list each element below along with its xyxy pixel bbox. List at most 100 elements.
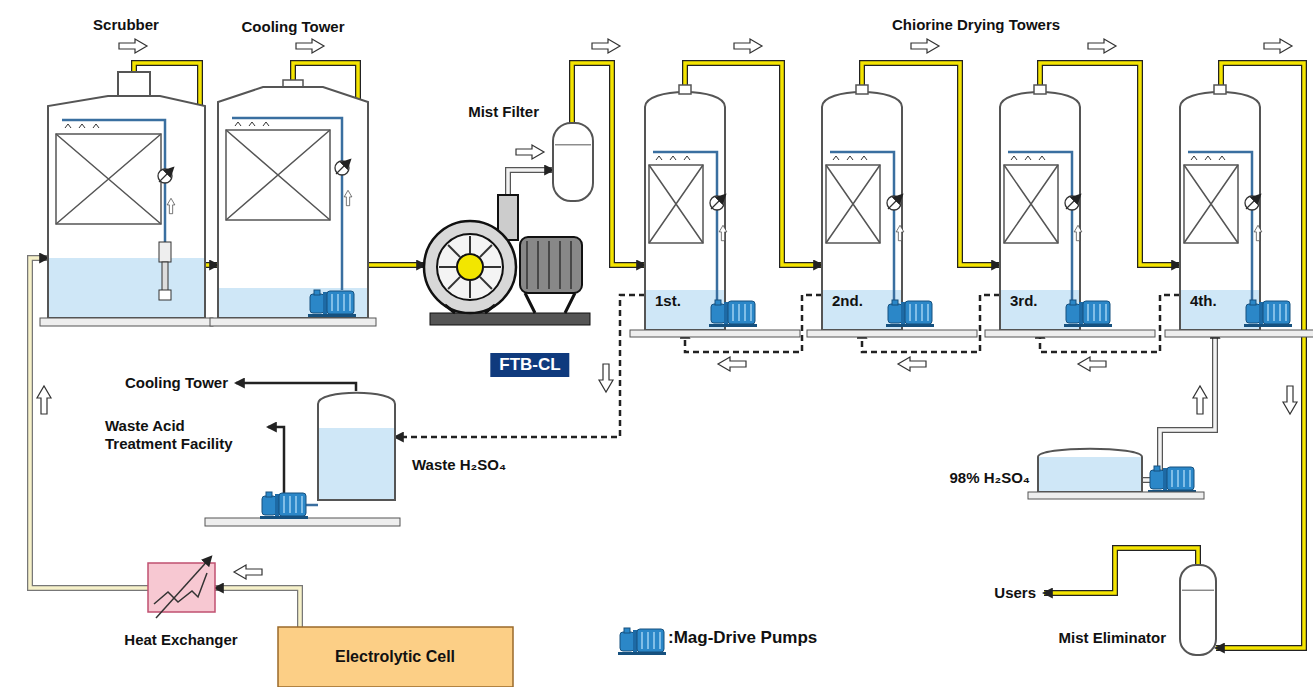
blower-base — [430, 313, 590, 325]
drawing-part — [1250, 300, 1256, 305]
mag-drive-pump — [1148, 466, 1196, 493]
pipe-connector — [215, 588, 300, 627]
spray-nozzle — [833, 156, 839, 160]
drawing-part — [1105, 304, 1107, 321]
flow-arrow — [599, 364, 613, 392]
valve-arrow — [888, 195, 902, 209]
blower-motor — [520, 237, 582, 293]
node-label: 3rd. — [1010, 292, 1038, 310]
drawing-part — [279, 493, 306, 516]
scrubber-tower-outline — [48, 72, 205, 318]
drawing-part — [624, 628, 630, 633]
node-label: 2nd. — [832, 292, 863, 310]
drawing-part — [1083, 301, 1110, 324]
drawing-part — [1087, 304, 1089, 321]
packing-cross — [56, 134, 161, 224]
impeller-blade — [480, 277, 492, 289]
gas-pipe — [1044, 548, 1198, 593]
drawing-part — [314, 290, 320, 295]
drawing-part — [1267, 304, 1269, 321]
drawing-part — [637, 629, 664, 652]
heat-zigzag — [154, 573, 207, 604]
node-label: Cooling Tower — [241, 18, 344, 36]
flow-arrow — [1074, 225, 1082, 240]
acid-tank-drawing — [1028, 449, 1204, 499]
mag-drive-pump — [1064, 300, 1112, 327]
gas-outlet — [856, 85, 868, 94]
valve-arrow — [711, 195, 725, 209]
spray-nozzle — [235, 122, 241, 126]
mist-filter-outline — [553, 123, 593, 201]
vessel-shell — [553, 123, 593, 201]
impeller-blade — [448, 245, 460, 257]
drying-tower-drawing — [985, 85, 1155, 337]
drawing-part — [1150, 470, 1164, 489]
recirculation-pipe — [62, 120, 165, 260]
drawing-part — [331, 294, 333, 311]
drawing-part — [266, 492, 272, 497]
packing — [56, 134, 161, 224]
flow-arrow — [516, 145, 544, 159]
annotation-label: Chiorine Drying Towers — [892, 16, 1060, 34]
base-plate — [205, 518, 400, 526]
tower-shell — [822, 92, 902, 330]
spray-nozzle — [670, 156, 676, 160]
packing-cross — [226, 130, 330, 220]
control-valve — [1065, 196, 1079, 210]
drawing-part — [921, 304, 923, 321]
spray-nozzle — [249, 122, 255, 126]
tower-shell — [1180, 92, 1260, 330]
control-valve — [1245, 196, 1259, 210]
outlet-line — [236, 383, 356, 391]
legend-text: :Mag-Drive Pumps — [668, 628, 817, 648]
valve-arrow — [159, 168, 173, 182]
drawing-part — [892, 300, 898, 305]
electrolytic-cell-drawing — [278, 627, 513, 687]
drawing-part — [289, 496, 291, 513]
drawing-part — [888, 304, 902, 323]
drawing-part — [437, 234, 503, 300]
base-plate — [1165, 330, 1313, 337]
blower-inlet — [457, 254, 483, 280]
annotation-label: Waste Acid Treatment Facility — [105, 417, 255, 453]
spray-nozzle — [1011, 156, 1017, 160]
mist-eliminator-drawing — [1180, 565, 1216, 655]
acid-liquid — [823, 290, 901, 329]
packing-cross — [1004, 165, 1058, 243]
drawing-part — [633, 630, 637, 652]
heat-exchanger: Heat Exchanger — [148, 563, 215, 612]
spray-nozzle — [263, 122, 269, 126]
impeller-blade — [469, 281, 471, 298]
blower-feet — [445, 293, 575, 313]
spray-nozzle — [861, 156, 867, 160]
drawing-part — [1099, 304, 1101, 321]
drying-tower-drawing — [630, 85, 800, 337]
heat-exchanger-drawing — [148, 557, 215, 618]
heat-arrow — [156, 557, 211, 618]
flow-arrow — [718, 357, 746, 371]
drying-tower-drawing — [1165, 85, 1313, 337]
drying-tower: 4th. — [1180, 85, 1260, 330]
drawing-part — [1285, 304, 1287, 321]
liquid — [49, 258, 204, 317]
spray-nozzle — [1219, 156, 1225, 160]
gas-outlet — [679, 85, 691, 94]
base-plate — [807, 330, 977, 337]
flow-arrow — [719, 225, 727, 240]
spray-nozzle — [847, 156, 853, 160]
flow-arrow — [167, 198, 175, 213]
drawing-part — [901, 302, 905, 324]
recirculation-pipe — [830, 152, 894, 310]
gas-pipe — [215, 588, 300, 627]
drawing-part — [653, 632, 655, 649]
gas-pipe — [508, 170, 553, 195]
drawing-part — [1066, 304, 1080, 323]
drawing-part — [905, 301, 932, 324]
spray-nozzle — [93, 124, 99, 128]
drawing-part — [526, 241, 528, 289]
impeller-blade — [480, 245, 492, 257]
mag-drive-pump — [618, 628, 666, 655]
drawing-part — [295, 496, 297, 513]
mist-filter-drawing — [553, 123, 593, 201]
mag-drive-pump — [308, 290, 356, 317]
